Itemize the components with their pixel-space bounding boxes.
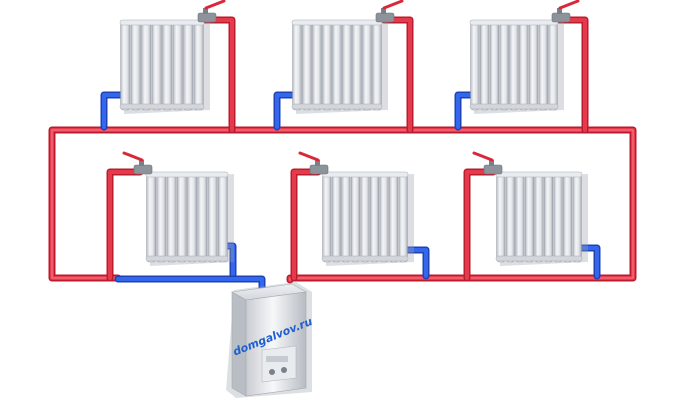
valve-icon [375,0,404,23]
radiator-section [312,21,322,111]
radiator-section [398,173,408,263]
radiator-section [197,173,208,263]
radiator-section [177,173,187,263]
radiator-section [341,173,351,263]
radiator-icon [119,19,210,114]
radiator-section [292,21,302,111]
radiator-icon [145,171,234,266]
radiator-section [389,173,399,263]
radiator-section [528,21,539,111]
radiator-section [509,21,519,111]
radiator-section [141,21,152,111]
radiator-section [505,173,515,263]
radiator-section [360,173,370,263]
radiator-section [548,21,558,111]
radiator-section [572,173,582,263]
radiator-section [519,21,529,111]
radiator-section [166,173,177,263]
radiator-section [534,173,544,263]
radiator-section [350,173,360,263]
valve-icon [472,151,503,175]
valve-icon [122,151,153,175]
radiator-section [379,173,389,263]
radiator-section [151,21,162,111]
radiator-section [331,173,341,263]
radiator-icon [291,19,388,114]
radiator-section [172,21,183,111]
radiator-section [524,173,534,263]
radiator-section [130,21,141,111]
radiator-section [207,173,218,263]
radiator-section [372,21,382,111]
radiator-section [470,21,480,111]
radiator-section [515,173,525,263]
valve-icon [551,0,580,23]
radiator-section [187,173,197,263]
radiator-section [146,173,156,263]
radiator-section [218,173,228,263]
radiators [119,0,588,266]
radiator-section [480,21,490,111]
radiator-section [322,173,332,263]
valve-icon [197,0,226,23]
radiator-section [120,21,131,111]
radiator-section [553,173,563,263]
radiator-section [538,21,548,111]
radiator-section [322,21,332,111]
radiator-section [162,21,173,111]
return-pipe-network [100,91,601,296]
radiator-section [193,21,204,111]
radiator-icon [495,171,588,266]
radiator-section [342,21,352,111]
radiator-section [183,21,194,111]
radiator-section [332,21,342,111]
radiator-section [362,21,372,111]
radiator-section [544,173,554,263]
radiator-section [156,173,167,263]
radiator-icon [321,171,414,266]
radiator-section [302,21,312,111]
radiator-section [496,173,506,263]
radiator-section [563,173,573,263]
radiator-section [352,21,362,111]
valve-icon [298,151,329,175]
radiator-section [489,21,500,111]
radiator-section [499,21,509,111]
radiator-icon [469,19,564,114]
radiator-section [370,173,380,263]
boiler-icon: domgalvov.ru [226,282,314,398]
